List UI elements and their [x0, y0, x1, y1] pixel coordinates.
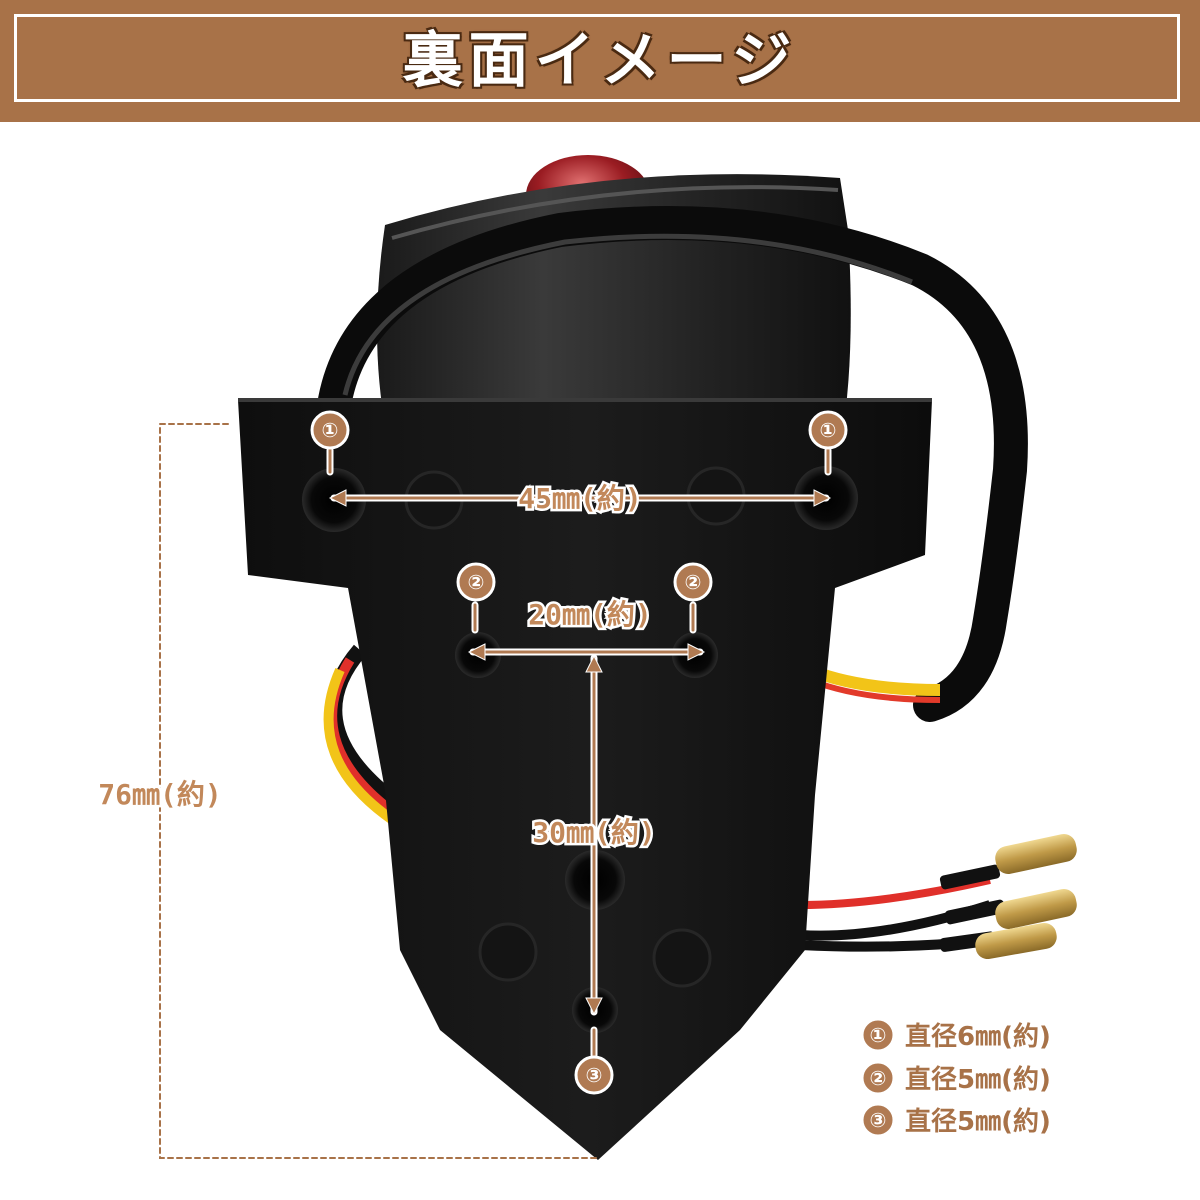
label-30mm: 30㎜(約) [532, 816, 655, 849]
marker-1-right: ① [808, 410, 848, 450]
legend: ① 直径6㎜(約) ② 直径5㎜(約) ③ 直径5㎜(約) [860, 1017, 1053, 1139]
marker-3: ③ [574, 1055, 614, 1095]
plate-dimple [652, 928, 712, 988]
svg-text:直径6㎜(約): 直径6㎜(約) [905, 1021, 1051, 1052]
svg-text:②: ② [468, 570, 485, 594]
svg-text:②: ② [685, 570, 702, 594]
svg-text:直径5㎜(約): 直径5㎜(約) [905, 1106, 1051, 1137]
label-45mm: 45㎜(約) [518, 482, 641, 515]
svg-text:直径5㎜(約): 直径5㎜(約) [905, 1064, 1051, 1095]
plate-dimple [478, 922, 538, 982]
svg-text:①: ① [322, 418, 339, 442]
marker-1-left: ① [310, 410, 350, 450]
connector-sleeve-2 [944, 899, 1006, 925]
header-banner: 裏面イメージ [0, 0, 1200, 122]
dimension-lines [159, 423, 832, 1159]
label-76mm: 76㎜(約) [98, 778, 221, 811]
marker-2-left: ② [456, 562, 496, 602]
legend-item-3: ③ 直径5㎜(約) [860, 1102, 1053, 1139]
bullet-connector-1 [995, 834, 1077, 874]
black-cable-loop [318, 206, 1028, 722]
svg-text:①: ① [820, 418, 837, 442]
bullet-connector-3 [975, 922, 1057, 960]
bullet-connector-2 [995, 889, 1077, 929]
svg-text:②: ② [870, 1066, 887, 1090]
svg-text:③: ③ [586, 1063, 603, 1087]
marker-2-right: ② [673, 562, 713, 602]
page-title: 裏面イメージ [402, 26, 798, 96]
lamp-housing-rim [391, 185, 839, 240]
header-frame [14, 14, 1180, 102]
connector-sleeve-1 [939, 864, 1001, 890]
red-wire-lower [799, 876, 991, 909]
mounting-plate [238, 400, 932, 1160]
legend-item-1: ① 直径6㎜(約) [860, 1017, 1053, 1054]
black-cable-highlight [342, 233, 913, 396]
label-20mm: 20㎜(約) [528, 598, 651, 631]
svg-text:③: ③ [870, 1108, 887, 1132]
legend-item-2: ② 直径5㎜(約) [860, 1060, 1053, 1097]
svg-text:①: ① [870, 1023, 887, 1047]
